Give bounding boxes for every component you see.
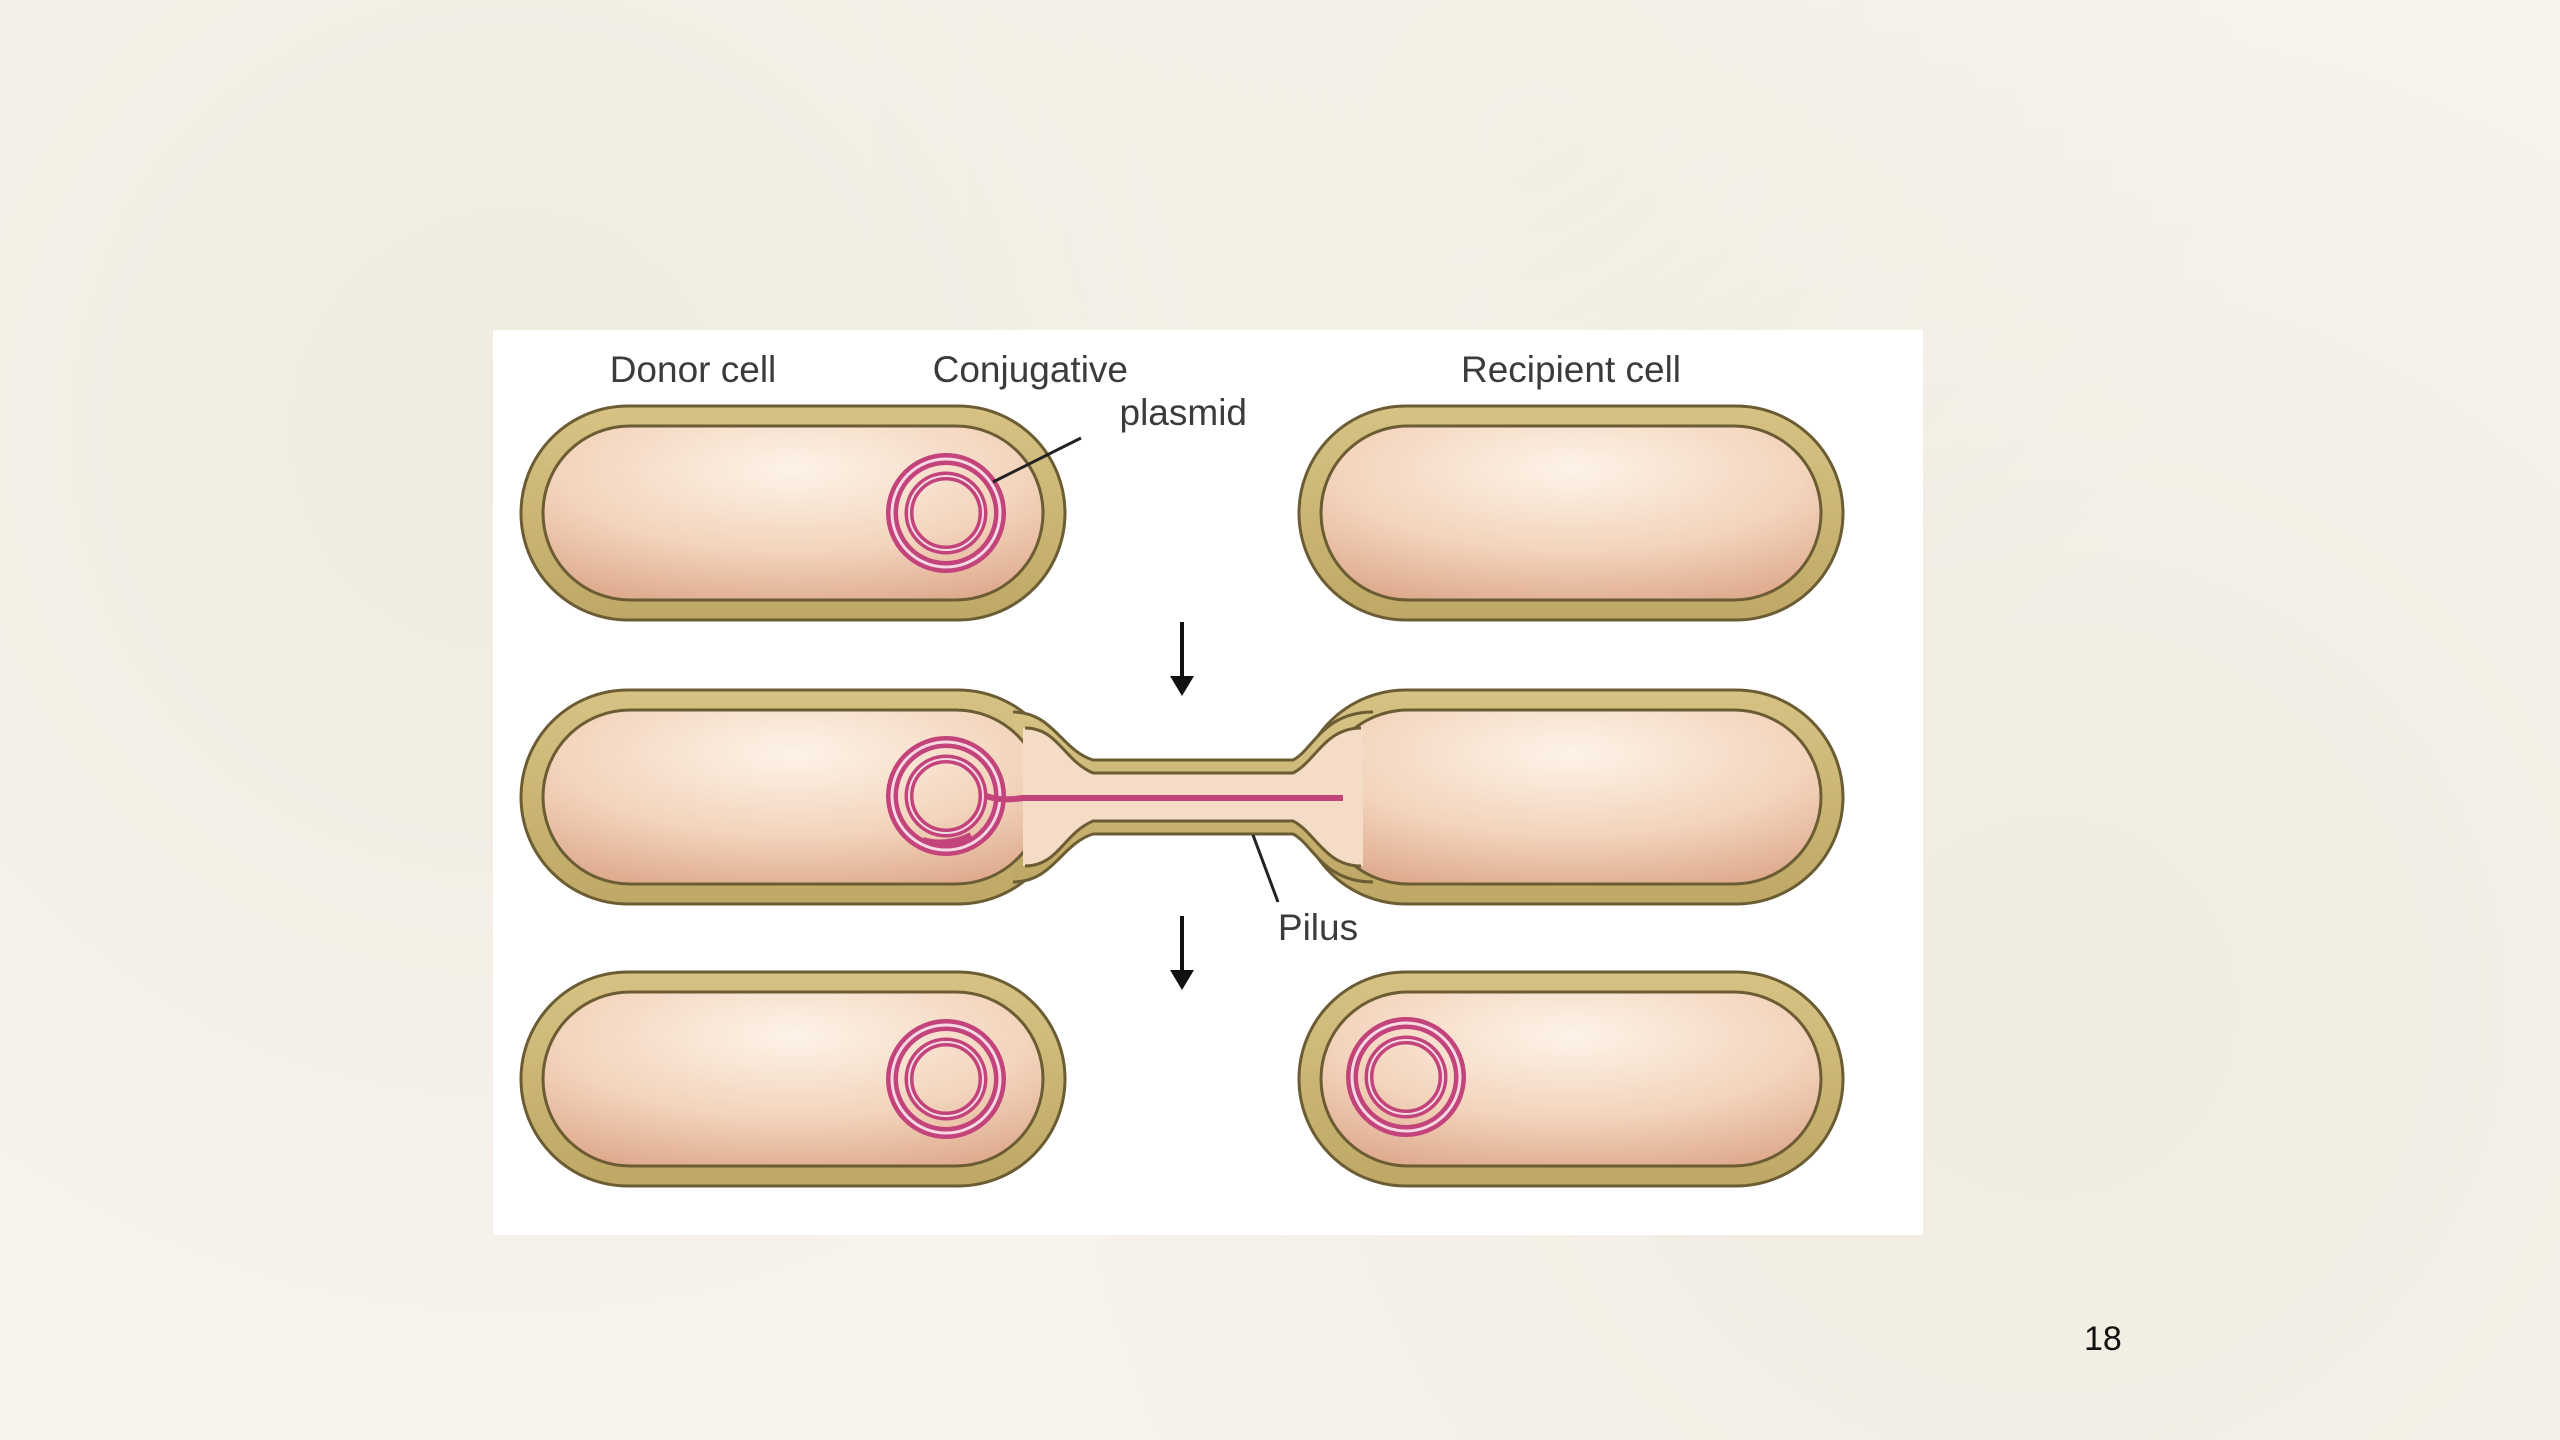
recipient-cell-label: Recipient cell xyxy=(1461,349,1681,390)
pilus-label: Pilus xyxy=(1278,907,1358,948)
conjugation-diagram: Donor cell Conjugative plasmid Recipient… xyxy=(519,349,1845,1188)
transferring-dna-strand xyxy=(985,793,1343,803)
conjugation-figure: Donor cell Conjugative plasmid Recipient… xyxy=(493,330,1923,1235)
arrow-down-icon xyxy=(1170,916,1194,990)
recipient-cell-stage1 xyxy=(1297,404,1845,622)
page-number: 18 xyxy=(2084,1320,2122,1358)
plasmid-leader-line xyxy=(992,436,1082,484)
conjugative-plasmid-label-line2: plasmid xyxy=(1120,392,1248,433)
arrow-down-icon xyxy=(1170,622,1194,696)
pilus-leader-line xyxy=(1251,834,1280,903)
donor-cell-label: Donor cell xyxy=(610,349,777,390)
conjugative-plasmid-label-line1: Conjugative xyxy=(933,349,1128,390)
recipient-cell-stage3 xyxy=(1297,970,1845,1188)
